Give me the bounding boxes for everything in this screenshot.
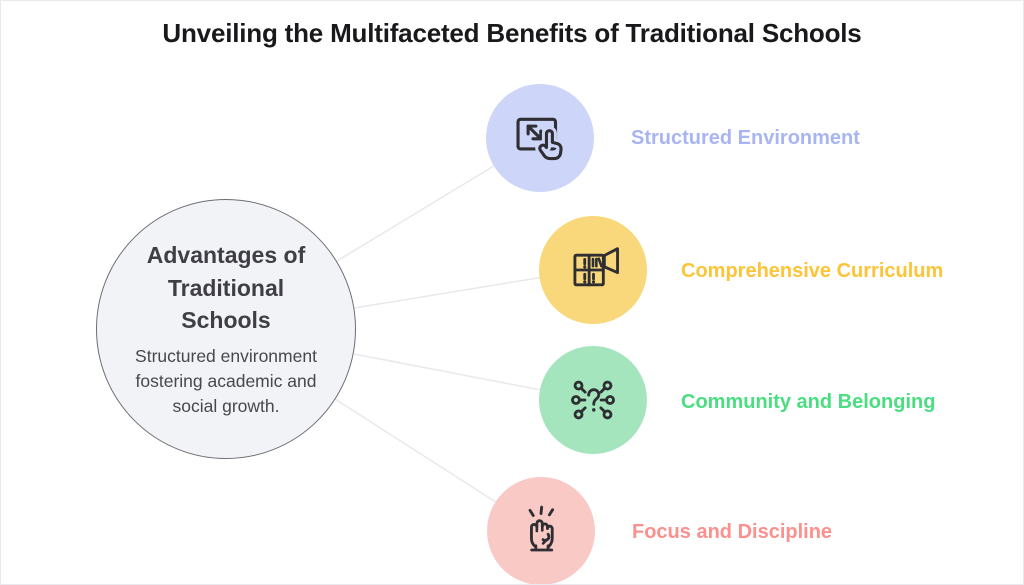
branch-label-comprehensive-curriculum: Comprehensive Curriculum [681, 260, 944, 282]
page-title: Unveiling the Multifaceted Benefits of T… [162, 18, 862, 48]
mindmap-center-node: Advantages of Traditional Schools Struct… [96, 199, 356, 459]
branch-circle-structured-environment [486, 84, 594, 192]
touchscreen-gesture-icon [516, 117, 566, 164]
branch-label-community-belonging: Community and Belonging [681, 391, 936, 413]
center-node-heading: Advantages of Traditional Schools [146, 242, 306, 333]
center-node-description: Structured environment fostering academi… [135, 346, 317, 416]
branch-label-focus-discipline: Focus and Discipline [632, 521, 833, 543]
branch-circle-comprehensive-curriculum [539, 216, 647, 324]
bookshelf-cabinet-icon [573, 247, 619, 287]
raised-fist-icon [528, 505, 555, 552]
question-network-icon [571, 380, 615, 420]
branch-circle-focus-discipline [487, 477, 595, 584]
branch-circle-community-belonging [539, 346, 647, 454]
branch-label-structured-environment: Structured Environment [631, 127, 860, 149]
